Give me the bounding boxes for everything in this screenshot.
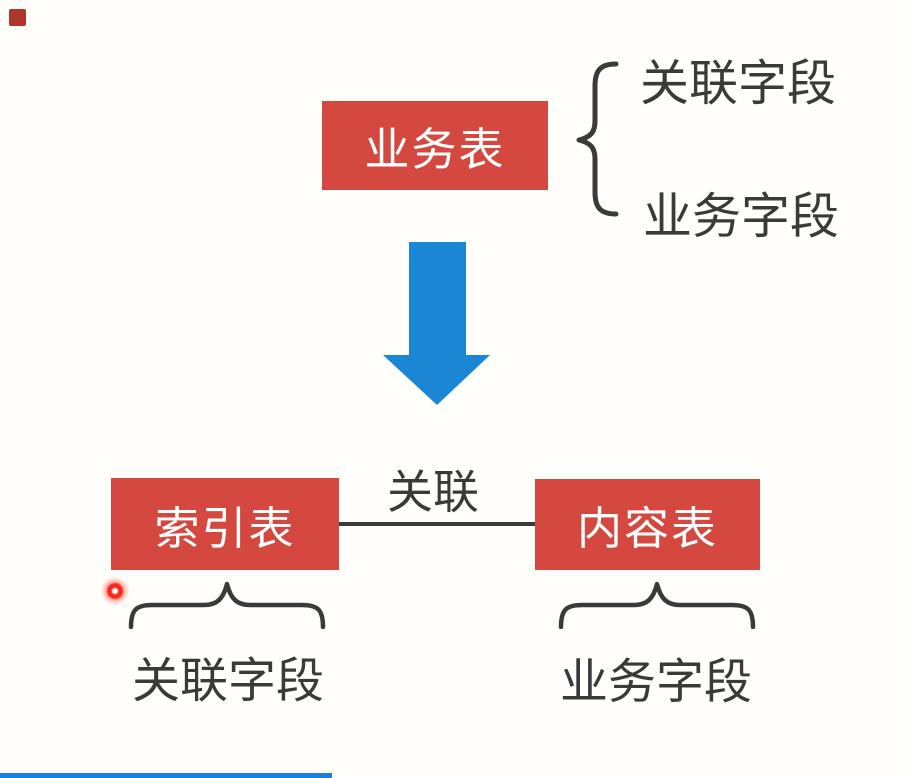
index-table-box: 索引表 [111, 478, 339, 570]
business-table-box: 业务表 [322, 101, 548, 190]
content-table-label: 内容表 [576, 503, 718, 554]
laser-pointer-dot [100, 576, 130, 606]
underbrace-right-icon [558, 581, 756, 629]
link-label: 关联 [387, 466, 479, 518]
record-indicator[interactable] [9, 9, 26, 26]
caption-link-field: 关联字段 [131, 655, 324, 708]
video-progress-bar[interactable] [0, 773, 332, 778]
connector-line [339, 522, 535, 526]
branch-label-link-field: 关联字段 [640, 57, 837, 111]
content-table-box: 内容表 [535, 479, 760, 570]
down-arrow-icon [383, 242, 490, 405]
branch-label-business-field: 业务字段 [643, 190, 840, 244]
index-table-label: 索引表 [154, 502, 296, 554]
caption-business-field: 业务字段 [559, 656, 752, 709]
curly-brace-icon [576, 61, 619, 217]
underbrace-left-icon [128, 581, 326, 629]
business-table-label: 业务表 [364, 124, 506, 175]
